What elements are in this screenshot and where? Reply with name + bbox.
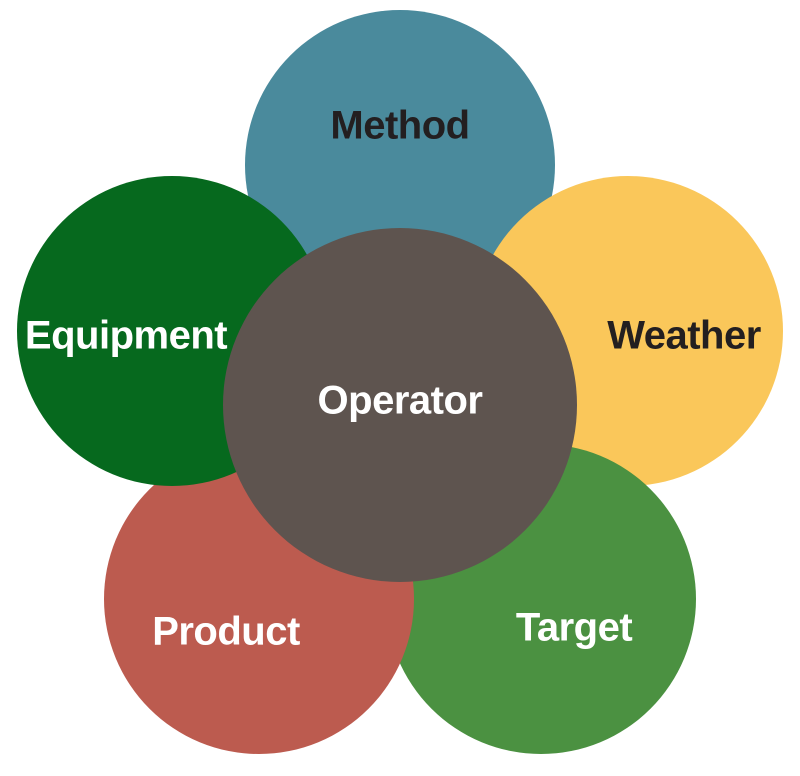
petal-group-method[interactable]: Method <box>245 10 555 320</box>
petal-circle-method[interactable] <box>245 10 555 320</box>
petal-label-weather: Weather <box>607 314 761 358</box>
petal-label-product: Product <box>152 610 300 654</box>
petal-label-target: Target <box>516 606 632 650</box>
petal-label-method: Method <box>330 104 469 148</box>
petal-label-equipment: Equipment <box>25 314 227 358</box>
center-circle-operator[interactable] <box>223 228 577 582</box>
center-group-operator[interactable]: Operator <box>223 228 577 582</box>
center-label-operator: Operator <box>318 379 483 423</box>
